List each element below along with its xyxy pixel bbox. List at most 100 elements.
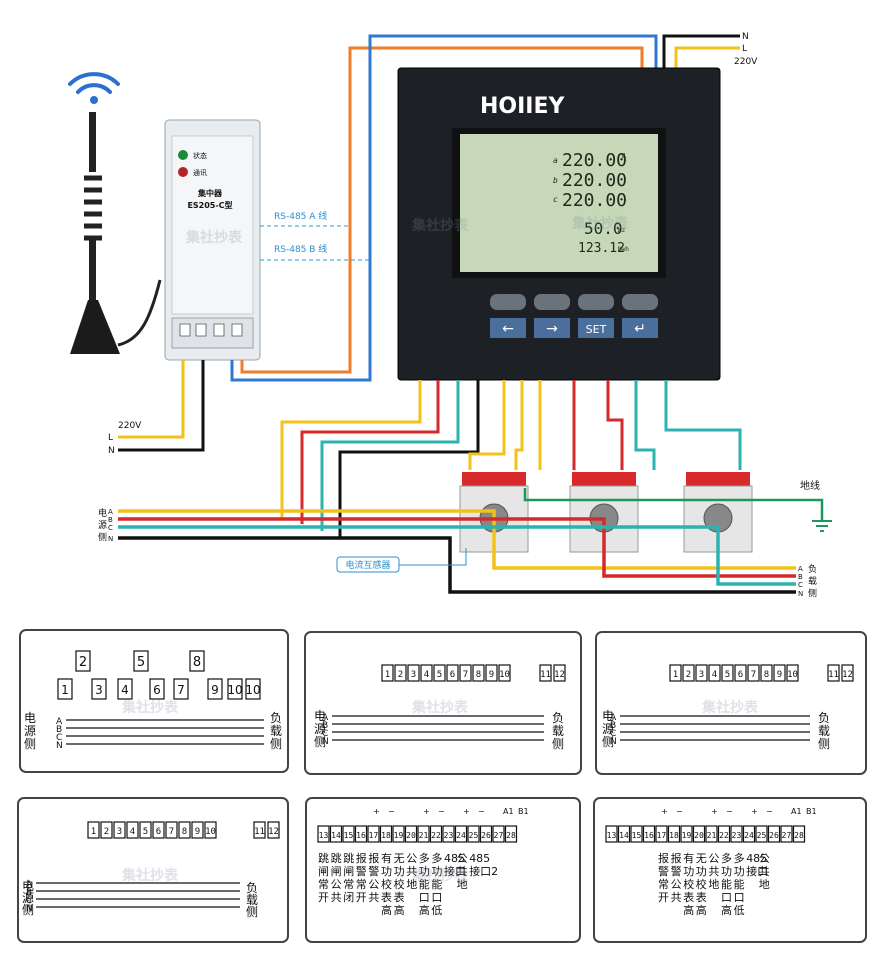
terminal-label-box [404, 825, 418, 843]
source_side-char: 源 [314, 722, 326, 736]
terminal-label: 18 [669, 831, 679, 840]
terminal-desc-char: 开 [658, 891, 669, 904]
terminal-label-box [454, 825, 468, 843]
load_side-char: 侧 [246, 905, 258, 919]
terminal-label-box [467, 825, 480, 843]
svg-text:220.00: 220.00 [562, 170, 627, 191]
terminal-label: 23 [732, 831, 742, 840]
phase-letter: B [26, 888, 32, 898]
load_side-char: 负 [818, 711, 830, 725]
right-button[interactable] [534, 318, 570, 338]
set-button[interactable] [578, 318, 614, 338]
source_side-char: 侧 [22, 903, 34, 917]
terminal-label: 11 [540, 670, 551, 680]
status-led [178, 150, 188, 160]
soft-button-2[interactable] [534, 294, 570, 310]
terminal-box [117, 678, 133, 700]
load_side-char: 载 [270, 724, 282, 738]
terminal-label: 17 [369, 831, 379, 840]
terminal-label: 26 [481, 831, 491, 840]
terminal-desc-char: 接口2 [469, 865, 498, 878]
terminal-label-box [442, 825, 455, 843]
terminal-label-box [113, 821, 126, 839]
terminal-label-box [342, 825, 355, 843]
terminal-label: 4 [424, 670, 429, 680]
terminal-sign: A1 [791, 807, 802, 816]
terminal-label: 2 [104, 827, 109, 837]
terminal-desc-char: 口 [734, 891, 745, 904]
terminal-label-box [420, 664, 433, 682]
terminal-label-box [329, 825, 343, 843]
svg-text:c: c [553, 195, 558, 204]
terminal-desc-char: 无 [394, 852, 405, 865]
svg-text:→: → [546, 321, 558, 337]
terminal-label: 18 [381, 831, 391, 840]
terminal-label: 24 [744, 831, 754, 840]
terminal-label-box [760, 664, 773, 682]
phase-letter: A [26, 880, 33, 890]
terminal-desc-char: 校 [683, 877, 694, 891]
terminal-box [133, 650, 149, 672]
terminal-label-box [539, 664, 552, 682]
svg-text:源: 源 [98, 520, 107, 531]
terminal-label: 9 [777, 670, 782, 680]
terminal-desc-char: 报 [671, 851, 682, 865]
terminal-desc-char: 校 [696, 877, 707, 891]
terminal-desc-char: 跳 [343, 851, 354, 865]
terminal-desc-char: 高 [381, 903, 392, 917]
soft-button-1[interactable] [490, 294, 526, 310]
terminal-label-box [667, 825, 681, 843]
terminal-desc-char: 能 [721, 877, 732, 891]
svg-text:←: ← [502, 321, 514, 337]
terminal-desc-char: 能 [431, 877, 442, 891]
terminal-label-box [354, 825, 368, 843]
terminal-desc-char: 多 [419, 851, 430, 865]
soft-button-4[interactable] [622, 294, 658, 310]
terminal-label: 1 [385, 670, 390, 680]
terminal-label-box [381, 664, 394, 682]
terminal-desc-char: 警 [671, 864, 682, 878]
terminal-label: 16 [356, 831, 366, 840]
terminal-desc-char: 常 [658, 878, 669, 891]
meter-brand: HOIIEY [480, 94, 566, 119]
terminal-label-box [504, 825, 518, 843]
terminal-label: 22 [719, 831, 729, 840]
terminal-label-box [87, 821, 100, 839]
source_side-char: 电 [24, 711, 36, 725]
terminal-desc-char: 公 [331, 878, 342, 891]
terminal-label: 10 [205, 827, 216, 837]
terminal-label: 12 [842, 670, 853, 680]
svg-text:A: A [798, 565, 803, 573]
terminal-label-box [755, 825, 768, 843]
terminal-desc-char: 功 [683, 865, 694, 878]
source_side-char: 侧 [314, 735, 326, 749]
terminal-label: 2 [79, 655, 87, 670]
phase-letter: B [610, 721, 616, 731]
enter-button[interactable] [622, 318, 658, 338]
terminal-label: 1 [673, 670, 678, 680]
terminal-label: 12 [268, 827, 279, 837]
terminal-box [173, 678, 189, 700]
soft-button-3[interactable] [578, 294, 614, 310]
terminal-label-box [669, 664, 682, 682]
svg-text:负: 负 [808, 563, 817, 575]
terminal-label: 14 [619, 831, 629, 840]
terminal-label: 15 [344, 831, 354, 840]
source_side-char: 侧 [24, 737, 36, 751]
terminal-label: 5 [137, 655, 145, 670]
terminal-label-box [730, 825, 743, 843]
terminal-label: 5 [725, 670, 730, 680]
terminal-label-box [841, 664, 854, 682]
watermark: 集社抄表 [701, 699, 759, 716]
terminal-label: 25 [757, 831, 767, 840]
terminal-label: 9 [489, 670, 494, 680]
terminal-desc-char: 跳 [331, 851, 342, 865]
terminal-label: 2 [686, 670, 691, 680]
terminal-label: 26 [769, 831, 779, 840]
terminal-label-box [708, 664, 721, 682]
load_side-char: 载 [818, 724, 830, 738]
terminal-label-box [165, 821, 178, 839]
terminal-desc-char: 地 [406, 878, 417, 891]
left-button[interactable] [490, 318, 526, 338]
